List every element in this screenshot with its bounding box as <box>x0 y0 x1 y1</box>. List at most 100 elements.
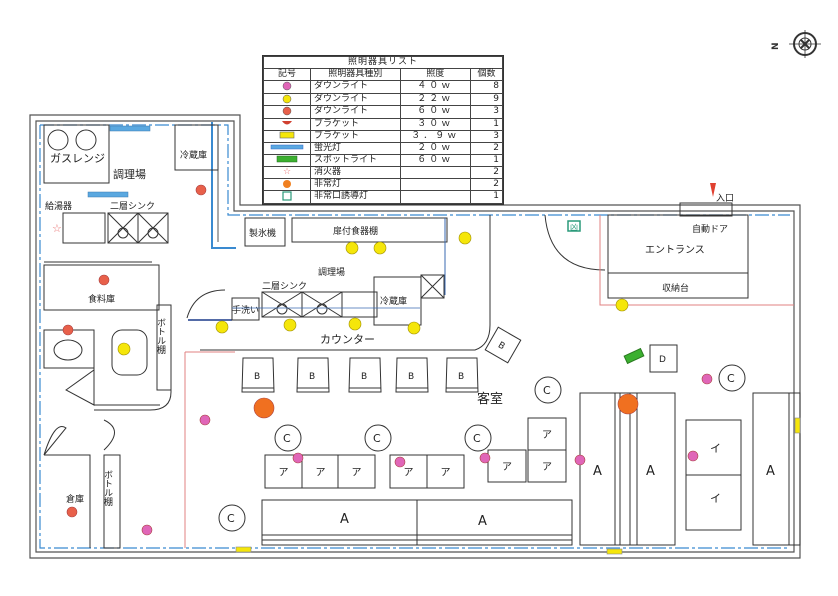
sofa-right <box>579 392 801 546</box>
round-table-label: C <box>473 432 481 445</box>
small-table-label: ア <box>352 468 362 479</box>
round-table: C <box>218 504 246 532</box>
entry-arrow-icon <box>710 183 716 197</box>
legend-count: 8 <box>469 80 504 94</box>
stool: B <box>348 357 382 393</box>
small-table-label: ア <box>502 462 512 473</box>
small-table-label: ア <box>316 468 326 479</box>
double-sink-front-label: 二層シンク <box>262 281 307 292</box>
double-sink-front <box>261 291 378 318</box>
stool: B <box>296 357 330 393</box>
round-table-label: C <box>227 512 235 525</box>
auto-door <box>679 202 733 217</box>
small-table-label: ア <box>279 468 289 479</box>
legend-count: 2 <box>469 165 504 179</box>
bracket-tube-icon <box>235 546 252 553</box>
entry-label: 入口 <box>716 193 734 204</box>
sofa-bottom <box>261 499 573 546</box>
yellow-downlight-icon <box>407 321 421 335</box>
legend-row: ダウンライト ６０ｗ 3 <box>263 105 504 119</box>
small-table: ア <box>337 454 376 489</box>
legend-row: 非常灯 2 <box>263 177 504 191</box>
yellow-downlight-icon <box>263 92 311 106</box>
table-i <box>685 419 742 531</box>
pink-downlight-icon <box>292 452 304 464</box>
stool-label: B <box>254 372 260 382</box>
legend-header: 照度 <box>399 68 471 81</box>
ice-machine <box>244 217 286 247</box>
yellow-downlight-icon <box>348 317 362 331</box>
yellow-downlight-icon <box>458 231 472 245</box>
compass-icon <box>789 30 821 58</box>
fluorescent-icon <box>87 191 129 198</box>
yellow-downlight-icon <box>615 298 629 312</box>
cupboard-label: 扉付食器棚 <box>333 225 378 237</box>
legend-title: 照明器具リスト <box>263 56 503 69</box>
round-table: C <box>718 364 746 392</box>
guest-room-label: 客室 <box>477 391 503 407</box>
round-table: C <box>274 424 302 452</box>
legend-type: 蛍光灯 <box>310 141 401 155</box>
legend-type: スポットライト <box>310 153 401 167</box>
lighting-legend: 照明器具リスト 記号 照明器具種別 照度 個数 ダウンライト ４０ｗ 8 ダウン… <box>262 55 504 205</box>
small-table: ア <box>426 454 465 489</box>
legend-watt <box>399 165 471 179</box>
yellow-downlight-icon <box>283 318 297 332</box>
sofa-label: A <box>340 512 349 527</box>
yellow-downlight-icon <box>345 241 359 255</box>
legend-count: 3 <box>469 129 504 143</box>
small-tables: アアアアアアアア <box>264 417 567 489</box>
legend-watt: ６０ｗ <box>399 153 471 167</box>
legend-watt: ４０ｗ <box>399 80 471 94</box>
sofa-label: A <box>766 464 775 479</box>
round-table: C <box>364 424 392 452</box>
legend-type: 非常灯 <box>310 177 401 191</box>
legend-row: 蛍光灯 ２０ｗ 2 <box>263 141 504 155</box>
stool-label: B <box>458 372 464 382</box>
stool-rotated: B <box>484 326 522 364</box>
bracket-icon <box>263 117 311 131</box>
fluorescent-icon <box>109 125 151 132</box>
fridge-back-label: 冷蔵庫 <box>180 149 207 161</box>
legend-watt: ２０ｗ <box>399 141 471 155</box>
red-downlight-icon <box>66 506 78 518</box>
legend-row: ブラケット ３０ｗ 1 <box>263 117 504 131</box>
legend-type: 消火器 <box>310 165 401 179</box>
legend-type: 非常口誘導灯 <box>310 190 401 204</box>
storage-stand-label: 収納台 <box>662 282 689 294</box>
kitchen-wall <box>211 122 236 249</box>
round-table-label: C <box>543 384 551 397</box>
legend-watt <box>399 190 471 204</box>
auto-door-label: 自動ドア <box>692 223 728 235</box>
pink-downlight-icon <box>199 414 211 426</box>
legend-type: ダウンライト <box>310 92 401 106</box>
warehouse-label: 倉庫 <box>66 493 84 505</box>
yellow-downlight-icon <box>117 342 131 356</box>
legend-row: ☆ 消火器 2 <box>263 165 504 179</box>
pink-downlight-icon <box>263 80 311 94</box>
legend-type: ダウンライト <box>310 80 401 94</box>
gas-range-label: ガスレンジ <box>50 152 105 165</box>
pink-downlight-icon <box>394 456 406 468</box>
legend-row: ダウンライト ４０ｗ 8 <box>263 80 504 94</box>
ice-machine-label: 製氷機 <box>249 227 276 239</box>
emergency-light-icon <box>263 177 311 191</box>
round-table-label: C <box>283 432 291 445</box>
extinguisher-star-icon: ☆ <box>52 222 62 235</box>
round-table-label: C <box>373 432 381 445</box>
legend-watt: ２２ｗ <box>399 92 471 106</box>
stool-label: B <box>309 372 315 382</box>
legend-count: 2 <box>469 177 504 191</box>
table-i-label: イ <box>710 442 721 455</box>
legend-watt: ６０ｗ <box>399 105 471 119</box>
yellow-downlight-icon <box>373 241 387 255</box>
legend-header: 照明器具種別 <box>310 68 401 81</box>
small-table: ア <box>301 454 340 489</box>
small-table-label: ア <box>404 468 414 479</box>
round-table: C <box>464 424 492 452</box>
storage-food <box>43 264 160 311</box>
svg-text:B: B <box>496 340 506 352</box>
small-table: ア <box>527 417 567 451</box>
